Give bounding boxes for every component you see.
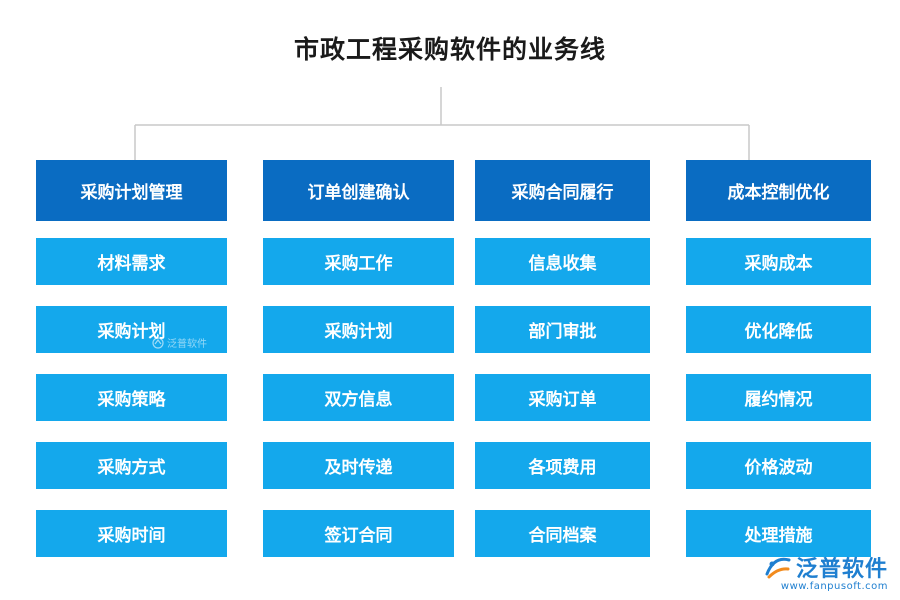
- brand-logo: 泛普软件 www.fanpusoft.com: [764, 551, 888, 592]
- column-header: 采购计划管理: [36, 160, 227, 221]
- list-item: 优化降低: [686, 306, 871, 353]
- list-item: 签订合同: [263, 510, 454, 557]
- list-item: 价格波动: [686, 442, 871, 489]
- list-item: 及时传递: [263, 442, 454, 489]
- watermark: 泛普软件: [152, 335, 207, 350]
- list-item: 各项费用: [475, 442, 650, 489]
- column-header: 采购合同履行: [475, 160, 650, 221]
- logo-mark-icon: [765, 557, 791, 579]
- list-item: 履约情况: [686, 374, 871, 421]
- list-item: 采购计划: [263, 306, 454, 353]
- list-item: 采购成本: [686, 238, 871, 285]
- page-title: 市政工程采购软件的业务线: [293, 35, 606, 64]
- list-item: 采购方式: [36, 442, 227, 489]
- list-item: 采购时间: [36, 510, 227, 557]
- list-item: 信息收集: [475, 238, 650, 285]
- list-item: 采购计划: [36, 306, 227, 353]
- logo-name: 泛普软件: [795, 557, 888, 582]
- list-item: 采购订单: [475, 374, 650, 421]
- list-item: 双方信息: [263, 374, 454, 421]
- list-item: 部门审批: [475, 306, 650, 353]
- list-item: 采购策略: [36, 374, 227, 421]
- watermark-text: 泛普软件: [167, 339, 207, 350]
- column-header: 成本控制优化: [686, 160, 871, 221]
- tree-connector: [134, 87, 750, 160]
- column-header: 订单创建确认: [263, 160, 454, 221]
- list-item: 材料需求: [36, 238, 227, 285]
- list-item: 合同档案: [475, 510, 650, 557]
- logo-mark-icon: [152, 336, 164, 349]
- list-item: 处理措施: [686, 510, 871, 557]
- logo-url: www.fanpusoft.com: [780, 581, 888, 592]
- list-item: 采购工作: [263, 238, 454, 285]
